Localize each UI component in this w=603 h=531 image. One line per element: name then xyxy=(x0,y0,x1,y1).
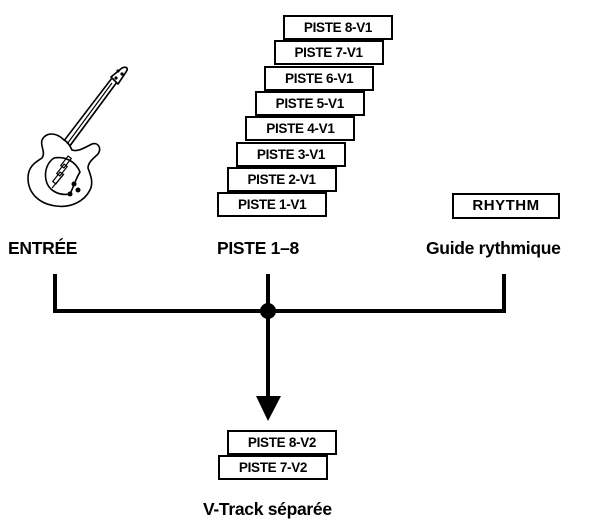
source-track-2: PISTE 2-V1 xyxy=(226,166,337,192)
rhythm-label: Guide rythmique xyxy=(426,238,561,258)
tracks-label: PISTE 1–8 xyxy=(217,238,299,258)
merge-junction xyxy=(260,303,276,319)
dest-track-2: PISTE 7-V2 xyxy=(218,455,328,480)
down-arrow-icon xyxy=(256,396,281,421)
dest-label: V-Track séparée xyxy=(203,499,332,519)
source-track-5: PISTE 5-V1 xyxy=(254,90,365,116)
input-label: ENTRÉE xyxy=(8,238,78,258)
source-track-8: PISTE 8-V1 xyxy=(283,15,393,40)
source-track-6: PISTE 6-V1 xyxy=(264,65,375,91)
dest-track-1: PISTE 8-V2 xyxy=(227,430,337,455)
electric-guitar-icon xyxy=(27,66,128,208)
source-track-1: PISTE 1-V1 xyxy=(217,192,328,218)
rhythm-box: RHYTHM xyxy=(452,193,560,219)
source-track-3: PISTE 3-V1 xyxy=(236,141,346,167)
source-track-7: PISTE 7-V1 xyxy=(273,40,384,66)
source-track-4: PISTE 4-V1 xyxy=(245,116,356,142)
